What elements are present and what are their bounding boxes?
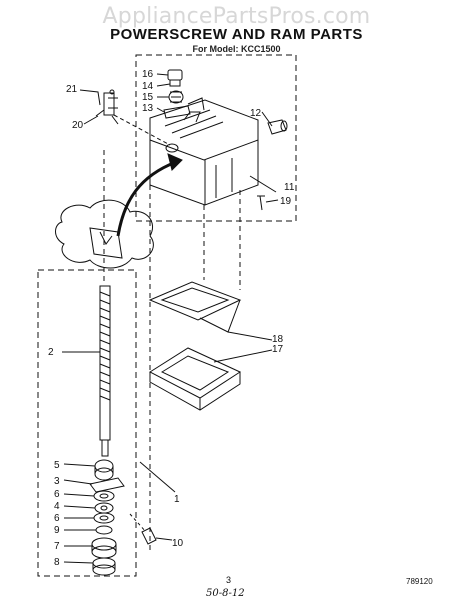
callout-9: 9 [54,525,60,536]
callout-19: 19 [280,196,292,207]
callout-12: 12 [250,108,262,119]
bolt-part [267,119,288,135]
arrow-head [167,153,183,171]
callout-15: 15 [142,92,154,103]
callout-labels: 1 2 3 4 5 6 6 7 8 9 10 11 12 13 14 15 16… [48,69,295,568]
callout-leaders [62,73,279,564]
screw-part [257,195,265,211]
callout-2: 2 [48,347,54,358]
callout-13: 13 [142,103,154,114]
callout-17: 17 [272,344,284,355]
callout-20: 20 [72,120,84,131]
side-bracket [95,89,171,146]
callout-4a: 4 [54,501,60,512]
gasket-part [148,281,242,333]
watermark: AppliancePartsPros.com [102,4,371,29]
page-number: 3 [226,575,232,585]
callout-10: 10 [172,538,184,549]
callout-6b: 6 [54,513,60,524]
upper-assembly-box [135,54,297,222]
callout-18: 18 [272,334,284,345]
detail-arrow [116,160,177,237]
callout-1: 1 [174,494,180,505]
callout-16: 16 [142,69,154,80]
bolt-part-10 [129,513,157,545]
gear-assembly [163,69,205,119]
callout-3: 3 [54,476,60,487]
document-code: 789120 [406,577,433,586]
callout-7: 7 [54,541,60,552]
callout-14: 14 [142,81,154,92]
ram-plate [148,347,242,411]
callout-21: 21 [66,84,78,95]
callout-5: 5 [54,460,60,471]
callout-6a: 6 [54,489,60,500]
handwritten-note: 50-8-12 [206,588,245,599]
stacked-bearings [89,459,125,576]
callout-8: 8 [54,557,60,568]
detail-cloud [55,199,154,269]
lower-assembly-box [37,269,137,577]
model-subtitle: For Model: KCC1500 [192,44,281,54]
powerscrew [99,285,111,457]
ram-housing [149,99,259,206]
page-title: POWERSCREW AND RAM PARTS [110,26,363,43]
callout-11: 11 [284,182,295,193]
